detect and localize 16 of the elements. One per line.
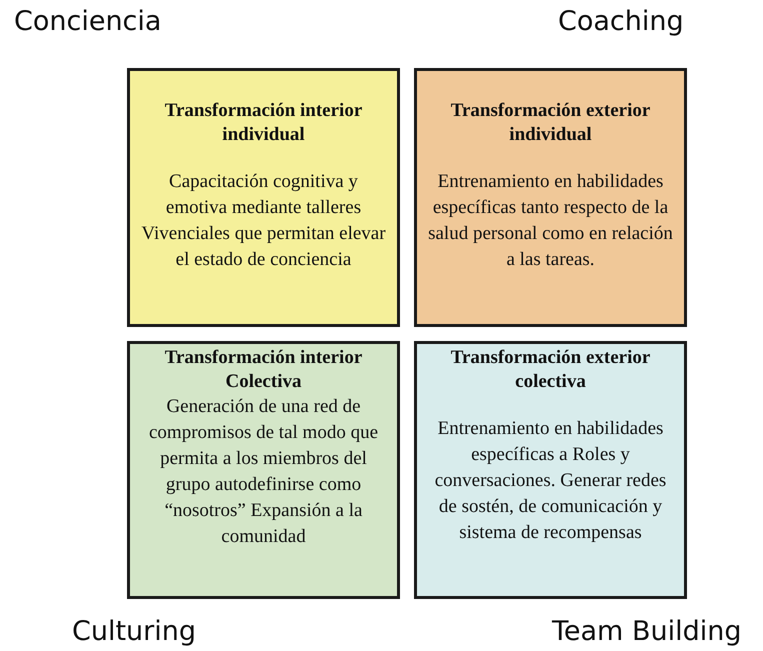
corner-label: Coaching xyxy=(558,6,684,37)
quadrant-heading: Transformación interior individual xyxy=(164,99,364,147)
corner-label: Team Building xyxy=(552,616,742,647)
quadrant-box xyxy=(127,341,400,599)
quadrant-box xyxy=(127,68,400,327)
quadrant-box xyxy=(414,341,687,599)
quadrant-heading: Transformación exterior colectiva xyxy=(450,346,652,394)
corner-label: Culturing xyxy=(72,616,196,647)
quadrant-description: Capacitación cognitiva y emotiva mediante talleres Vivenciales que permitan elevar el estado de conciencia xyxy=(140,170,387,272)
corner-label: Conciencia xyxy=(14,6,162,37)
quadrant-heading: Transformación exterior individual xyxy=(450,99,652,147)
quadrant-box xyxy=(414,68,687,327)
quadrant-heading: Transformación interior Colectiva xyxy=(164,346,364,394)
quadrant-description: Entrenamiento en habilidades específicas tanto respecto de la salud personal como en relación a las tareas. xyxy=(427,170,674,272)
quadrant-description: Entrenamiento en habilidades específicas a Roles y conversaciones. Generar redes de sostén, de comunicación y sistema de recompensas xyxy=(434,417,668,545)
quadrant-description: Generación de una red de compromisos de tal modo que permita a los miembros del grupo autodefinirse como “nosotros” Expansión a la comunidad xyxy=(148,395,380,549)
